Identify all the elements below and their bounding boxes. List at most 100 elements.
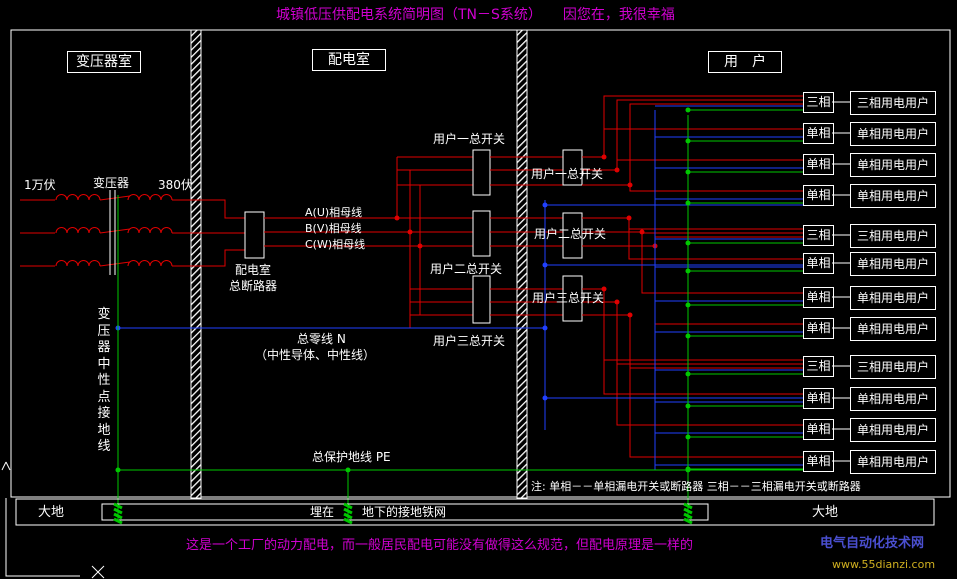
breaker-tag: 单相 bbox=[803, 287, 834, 308]
outer-frame bbox=[10, 29, 951, 498]
ground-mesh bbox=[101, 503, 709, 521]
transformer-coil bbox=[160, 227, 173, 234]
breaker-tag: 单相 bbox=[803, 419, 834, 440]
note-text: 注: 单相－－单相漏电开关或断路器 三相－－三相漏电开关或断路器 bbox=[531, 480, 861, 493]
transformer-coil bbox=[77, 194, 90, 201]
single-phase-feed bbox=[616, 302, 803, 426]
main-breaker bbox=[244, 211, 265, 259]
ground-rod-hatch bbox=[113, 512, 123, 520]
breaker-tag: 单相 bbox=[803, 318, 834, 339]
single-phase-feed bbox=[629, 315, 803, 458]
user1-main-switch bbox=[472, 149, 491, 196]
transformer-coil bbox=[77, 227, 90, 234]
single-phase-feed bbox=[654, 246, 803, 325]
junction-dot bbox=[685, 169, 691, 175]
load-box: 单相用电用户 bbox=[850, 286, 936, 310]
user-main-switch-label-3: 用户三总开关 bbox=[433, 334, 506, 348]
junction-dot bbox=[685, 200, 691, 206]
junction-dot bbox=[407, 229, 413, 235]
transformer-coil bbox=[55, 194, 68, 201]
transformer-coil bbox=[88, 260, 101, 267]
diagram-title: 城镇低压供配电系统简明图（TN－S系统） 因您在，我很幸福 bbox=[276, 7, 675, 23]
user-switch-label-2: 用户二总开关 bbox=[534, 227, 607, 241]
main-breaker-label-2: 总断路器 bbox=[229, 279, 278, 293]
transformer-coil bbox=[138, 260, 151, 267]
room-label-users: 用 户 bbox=[708, 51, 782, 73]
breaker-tag: 单相 bbox=[803, 154, 834, 175]
transformer-coil bbox=[88, 227, 101, 234]
wall-left bbox=[190, 29, 202, 499]
user-main-switch-label-2: 用户二总开关 bbox=[430, 262, 503, 276]
three-phase-feed bbox=[616, 302, 803, 365]
busbar-label-a: A(U)相母线 bbox=[305, 206, 363, 219]
secondary-voltage-label: 380伏 bbox=[158, 178, 193, 192]
neutral-ground-vertical-label: 变压器中性点接地线 bbox=[97, 307, 111, 454]
junction-dot bbox=[685, 138, 691, 144]
ground-rod-hatch bbox=[343, 502, 353, 510]
load-box: 三相用电用户 bbox=[850, 355, 936, 379]
neutral-label: 总零线 N bbox=[297, 332, 346, 346]
ground-rod-hatch bbox=[343, 512, 353, 520]
load-box: 单相用电用户 bbox=[850, 184, 936, 208]
breaker-tag: 单相 bbox=[803, 388, 834, 409]
single-phase-feed bbox=[629, 185, 803, 192]
junction-dot bbox=[685, 371, 691, 377]
user-main-switch-label-1: 用户一总开关 bbox=[433, 132, 506, 146]
three-phase-feed bbox=[616, 99, 803, 170]
single-phase-feed bbox=[616, 159, 803, 170]
breaker-tag: 单相 bbox=[803, 253, 834, 274]
load-box: 单相用电用户 bbox=[850, 418, 936, 442]
ground-right-label: 大地 bbox=[812, 505, 839, 520]
ground-rod-hatch bbox=[683, 512, 693, 520]
room-label-distribution: 配电室 bbox=[312, 49, 386, 71]
three-phase-feed bbox=[603, 95, 803, 157]
transformer-coil bbox=[66, 194, 79, 201]
ground-rod-hatch bbox=[113, 507, 123, 515]
transformer-coil bbox=[77, 260, 90, 267]
ground-mesh-label: 地下的接地铁网 bbox=[362, 505, 447, 519]
ground-rod-hatch bbox=[113, 502, 123, 510]
ground-left-label: 大地 bbox=[38, 505, 65, 520]
transformer-coil bbox=[66, 260, 79, 267]
earth-strip bbox=[15, 498, 935, 526]
transformer-coil bbox=[66, 227, 79, 234]
junction-dot bbox=[685, 268, 691, 274]
breaker-tag: 三相 bbox=[803, 356, 834, 377]
load-box: 单相用电用户 bbox=[850, 387, 936, 411]
transformer-coil bbox=[160, 260, 173, 267]
wall-right bbox=[516, 29, 528, 499]
axis-marker bbox=[5, 461, 11, 471]
load-box: 三相用电用户 bbox=[850, 91, 936, 115]
breaker-tag: 单相 bbox=[803, 185, 834, 206]
three-phase-feed bbox=[629, 103, 803, 185]
transformer-coil bbox=[149, 260, 162, 267]
user1-switch bbox=[562, 149, 583, 186]
load-box: 单相用电用户 bbox=[850, 153, 936, 177]
load-box: 三相用电用户 bbox=[850, 224, 936, 248]
transformer-coil bbox=[160, 194, 173, 201]
user3-main-switch bbox=[472, 275, 491, 324]
junction-dot bbox=[685, 240, 691, 246]
transformer-coil bbox=[149, 227, 162, 234]
junction-dot bbox=[685, 333, 691, 339]
transformer-label: 变压器 bbox=[93, 176, 130, 190]
transformer-coil bbox=[127, 260, 140, 267]
ground-rod-hatch bbox=[343, 517, 353, 525]
junction-dot bbox=[685, 403, 691, 409]
ground-rod-hatch bbox=[343, 507, 353, 515]
main-breaker-label-1: 配电室 bbox=[235, 263, 272, 277]
ground-rod-hatch bbox=[683, 517, 693, 525]
primary-voltage-label: 1万伏 bbox=[24, 178, 56, 192]
watermark-cn: 电气自动化技术网 bbox=[820, 536, 925, 551]
three-phase-feed bbox=[641, 232, 803, 234]
busbar-label-c: C(W)相母线 bbox=[305, 238, 366, 251]
breaker-tag: 三相 bbox=[803, 92, 834, 113]
busbar-label-b: B(V)相母线 bbox=[305, 222, 362, 235]
ground-rod-hatch bbox=[113, 517, 123, 525]
axis-marker bbox=[91, 565, 105, 579]
room-label-transformer: 变压器室 bbox=[67, 51, 141, 73]
phase-a-secondary bbox=[172, 199, 245, 219]
transformer-coil bbox=[127, 227, 140, 234]
